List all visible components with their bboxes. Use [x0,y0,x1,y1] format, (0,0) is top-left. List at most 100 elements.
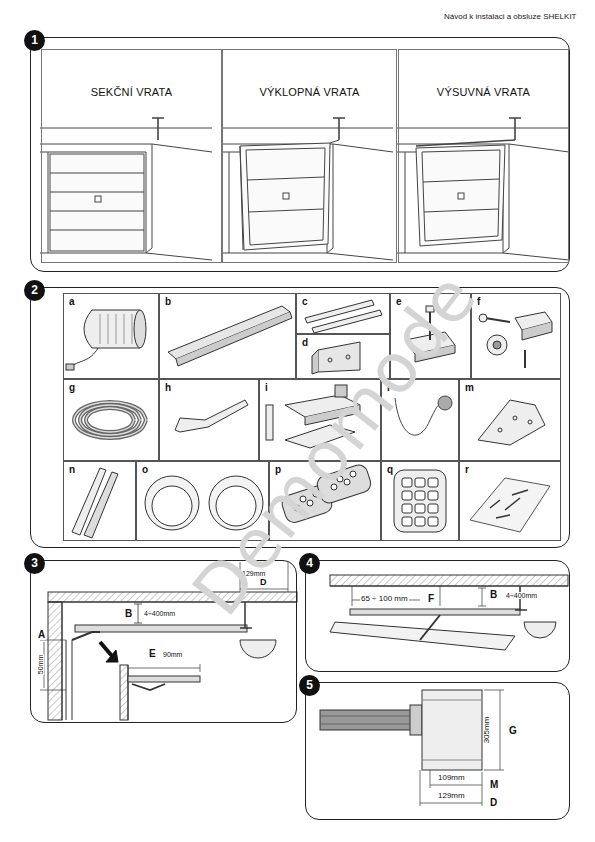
tilting-door [247,177,324,212]
dimension-value: 305mm [483,716,491,745]
part-letter: m [465,382,474,393]
dimension-letter: E [148,649,157,659]
motor-dimensions [320,710,412,730]
section-install [40,640,66,690]
chain-part [74,402,146,438]
chain-part [86,408,134,432]
cable-part [395,396,452,435]
part-letter: c [302,296,308,307]
keypad [415,504,425,513]
part-cell: d [296,334,390,379]
dimension-letter: B [489,590,498,600]
bolt-bracket [426,306,434,312]
section-install [66,640,72,720]
carriage-parts [305,405,360,425]
sliding-door [422,150,500,241]
motor-part [134,310,146,348]
part-cell: q [381,461,459,541]
pulley-bracket [493,341,501,349]
part-letter: r [465,464,469,475]
arm-part [175,400,248,432]
keypad [428,504,438,513]
tilting-door [330,140,339,143]
dimension-value: 65 ÷ 100 mm [360,595,409,603]
part-cell: o [136,461,269,541]
strip-parts [305,300,382,333]
tilting-door [246,148,325,245]
part-cell: r [459,461,561,541]
door-type-frame: SEKČNÍ VRATA [41,49,222,263]
figure-panel: 4 [305,560,570,672]
dimension-letter: B [124,609,133,619]
remote-controls [337,476,343,482]
figure-number: 4 [299,553,320,574]
page-header: Návod k instalaci a obsluze SHELKIT [444,13,577,21]
part-cell: e [390,293,471,379]
part-letter: f [477,296,480,307]
tilting-door [221,118,393,260]
arm-part [175,400,248,432]
keypad [402,478,412,487]
carriage-parts [266,385,360,448]
motor-part [66,364,74,370]
section-install [132,684,165,690]
angle-bracket [318,342,360,372]
remote-controls [350,471,356,477]
section-install [134,604,142,623]
motor-dimensions [320,716,412,724]
section-install [106,650,118,662]
part-cell: g [63,379,159,461]
dimension-letter: F [427,594,435,604]
dimension-value: 4÷400mm [143,610,176,617]
part-cell: a [63,293,159,379]
sliding-door [416,145,505,246]
part-letter: a [69,296,75,307]
mount-bracket [513,416,517,420]
bolt-bracket [415,345,455,362]
dimension-letter: A [37,630,46,640]
keypad [402,491,412,500]
lens-parts [145,476,199,530]
remote-controls [280,463,373,525]
remote-controls [307,500,313,506]
motor-dimensions [484,690,504,770]
angle-bracket [328,358,332,362]
keypad [402,517,412,526]
door-type-frame: VÝKLOPNÁ VRATA [222,49,397,263]
tilt-install [330,575,568,586]
dimension-letter: G [508,726,518,736]
section-install [72,632,100,640]
carriage-parts [335,385,347,397]
part-cell: h [159,379,259,461]
keypad [428,517,438,526]
section-install [128,676,200,682]
carriage-parts [266,405,273,440]
figure-number: 2 [24,280,45,301]
tilting-door [283,193,289,199]
bolt-bracket [405,306,455,362]
tilting-door [240,146,243,250]
part-letter: l [387,382,390,393]
section-install [62,602,63,720]
pulley-bracket [479,312,552,368]
dimension-letter: M [489,780,499,790]
figure-panel: 5 [305,682,570,820]
screw-bag [490,490,528,518]
watermark: Demomode [182,261,489,627]
section-install [240,602,252,628]
remote-controls [344,479,350,485]
rail-part [168,306,290,359]
pulley-bracket [522,322,552,340]
chain-part [74,402,146,438]
motor-dimensions [320,690,504,806]
part-cell: l [381,379,459,461]
pulley-bracket [487,335,507,355]
pulley-bracket [479,314,487,322]
tilt-install [352,586,440,606]
door-type-title: VÝSUVNÁ VRATA [399,86,568,98]
chain-part [74,402,146,438]
dimension-value: 109mm [437,774,466,782]
rail-part [176,312,292,366]
